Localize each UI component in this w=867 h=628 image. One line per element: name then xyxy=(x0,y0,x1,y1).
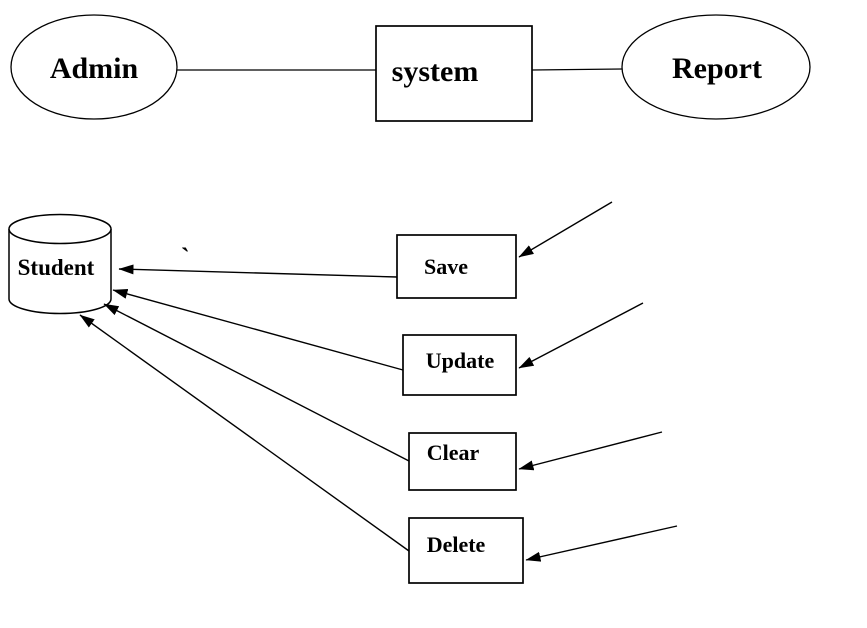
update-label: Update xyxy=(426,348,495,373)
update-rect xyxy=(402,334,517,396)
save-rect xyxy=(396,234,517,299)
admin-label: Admin xyxy=(50,52,139,85)
student-cylinder-top xyxy=(8,213,112,245)
arrow-into-update xyxy=(518,302,644,369)
report-label: Report xyxy=(672,52,762,85)
connector-system-report xyxy=(531,68,623,71)
action-box-update: Update xyxy=(402,334,517,396)
report-ellipse xyxy=(621,14,811,120)
clear-rect xyxy=(408,432,517,491)
stray-tick-mark: ` xyxy=(181,243,190,272)
arrow-update-to-student xyxy=(112,289,404,371)
arrow-into-delete xyxy=(525,525,678,562)
system-rect xyxy=(375,25,533,122)
action-box-delete: Delete xyxy=(408,517,524,584)
datastore-student: Student xyxy=(8,213,112,315)
actor-admin: Admin xyxy=(10,14,178,120)
arrow-clear-to-student xyxy=(103,303,410,462)
save-label: Save xyxy=(424,254,468,279)
admin-ellipse xyxy=(10,14,178,120)
student-label: Student xyxy=(18,255,95,280)
process-system: system xyxy=(375,25,533,122)
arrow-into-clear xyxy=(518,431,663,471)
arrow-save-to-student xyxy=(118,264,398,278)
delete-label: Delete xyxy=(427,532,486,557)
system-label: system xyxy=(392,55,479,88)
clear-label: Clear xyxy=(427,440,480,465)
action-box-clear: Clear xyxy=(408,432,517,491)
action-box-save: Save xyxy=(396,234,517,299)
actor-report: Report xyxy=(621,14,811,120)
arrow-into-save xyxy=(518,201,613,258)
arrow-delete-to-student xyxy=(79,314,410,552)
